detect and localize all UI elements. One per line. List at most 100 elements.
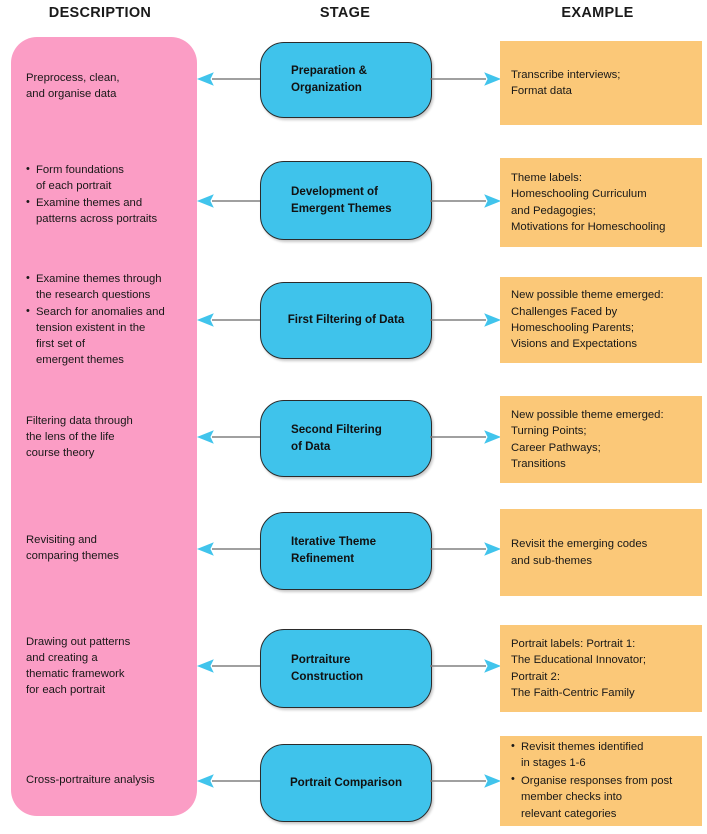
example-box-portrait-comparison: Revisit themes identified in stages 1-6Or… [500,736,702,826]
text-line: Development of [291,184,378,198]
bullet-item: Revisit themes identified in stages 1-6 [511,739,694,772]
example-box-development-of-emergent-themes: Theme labels: Homeschooling Curriculum and… [500,158,702,247]
text-line: The Faith-Centric Family [511,686,635,699]
text-line: the research questions [36,289,151,302]
text-line: Challenges Faced by [511,305,618,318]
arrow-right-icon-iterative-theme-refinement [430,542,502,556]
column-header-description: DESCRIPTION [48,5,152,21]
arrow-left-icon-first-filtering-of-data [196,313,262,327]
text-line: Transcribe interviews; [511,68,621,81]
text-line: Visions and Expectations [511,338,638,351]
text-line: emergent themes [36,354,124,367]
example-text: Revisit themes identified in stages 1-6Or… [511,739,694,823]
text-line: comparing themes [26,550,119,562]
text-line: Drawing out patterns [26,635,131,648]
description-text-portrait-comparison: Cross-portraiture analysis [26,770,194,790]
example-text: Transcribe interviews;Format data [511,67,694,100]
example-box-first-filtering-of-data: New possible theme emerged: Challenges Fa… [500,277,702,363]
text-line: patterns across portraits [36,213,158,226]
text-line: of Data [291,439,331,453]
text-line: Transitions [511,457,566,470]
text-line: Organise responses from post [521,774,673,787]
text-line: Homeschooling Curriculum [511,188,647,201]
text-line: Form foundations [36,164,124,176]
description-text-iterative-theme-refinement: Revisiting and comparing themes [26,524,194,572]
text-line: Examine themes and [36,197,143,210]
stage-box-first-filtering-of-data[interactable]: First Filtering of Data [260,282,432,359]
bullet-item: Organise responses from post member check… [511,772,694,822]
description-text-development-of-emergent-themes: Form foundations of each portraitExamine … [26,161,194,240]
arrow-right-icon-portraiture-construction [430,659,502,673]
bullet-item: Form foundations of each portrait [26,161,194,194]
text-line: of each portrait [36,180,112,193]
text-line: and Pedagogies; [511,204,596,217]
text-line: New possible theme emerged: [511,408,664,421]
text-line: for each portrait [26,684,106,697]
column-header-stage: STAGE [319,5,371,21]
column-header-example: EXAMPLE [561,5,634,21]
text-line: Turning Points; [511,425,587,438]
arrow-left-icon-portrait-comparison [196,774,262,788]
text-line: Revisit the emerging codes [511,538,648,551]
text-line: course theory [26,447,95,460]
text-line: relevant categories [521,807,617,820]
text-line: thematic framework [26,668,125,680]
text-line: Portrait 2: [511,670,560,683]
example-box-second-filtering-of-data: New possible theme emerged: Turning Point… [500,396,702,483]
text-line: and sub-themes [511,554,593,567]
example-box-preparation-organization: Transcribe interviews;Format data [500,41,702,125]
stage-box-development-of-emergent-themes[interactable]: Development of Emergent Themes [260,161,432,240]
arrow-right-icon-portrait-comparison [430,774,502,788]
arrow-left-icon-development-of-emergent-themes [196,194,262,208]
bullet-item: Examine themes through the research quest… [26,270,194,303]
stage-box-portrait-comparison[interactable]: Portrait Comparison [260,744,432,822]
example-text: New possible theme emerged: Turning Point… [511,407,694,473]
text-line: Iterative Theme [291,535,377,549]
text-line: Examine themes through [36,273,162,285]
stage-label: First Filtering of Data [288,312,405,329]
text-line: tension existent in the [36,322,146,335]
example-text: Portrait labels: Portrait 1:The Educatio… [511,636,694,702]
text-line: Organization [291,81,362,94]
example-text: New possible theme emerged: Challenges Fa… [511,287,694,353]
example-text: Revisit the emerging codes and sub-themes [511,536,694,569]
text-line: New possible theme emerged: [511,289,664,302]
text-line: Career Pathways; [511,441,601,454]
text-line: Preparation & [291,64,368,78]
arrow-right-icon-second-filtering-of-data [430,430,502,444]
bullet-list: Revisit themes identified in stages 1-6Or… [511,739,694,822]
arrow-left-icon-second-filtering-of-data [196,430,262,444]
text-line: Emergent Themes [291,201,392,215]
stage-label: Portrait Comparison [290,775,402,792]
text-line: Revisiting and [26,533,97,546]
text-line: in stages 1-6 [521,757,586,770]
text-line: Search for anomalies and [36,306,165,319]
text-line: Filtering data through [26,414,133,427]
description-text-first-filtering-of-data: Examine themes through the research quest… [26,270,194,369]
text-line: member checks into [521,791,623,804]
text-line: Preprocess, clean, [26,71,120,84]
bullet-item: Search for anomalies and tension existent… [26,304,194,368]
text-line: first set of [36,338,85,351]
bullet-list: Form foundations of each portraitExamine … [26,161,194,227]
text-line: Construction [291,669,364,683]
example-box-iterative-theme-refinement: Revisit the emerging codes and sub-themes [500,509,702,596]
arrow-left-icon-preparation-organization [196,72,262,86]
arrow-left-icon-portraiture-construction [196,659,262,673]
text-line: Portrait Comparison [289,775,403,789]
stage-box-preparation-organization[interactable]: Preparation & Organization [260,42,432,118]
text-line: Portrait labels: Portrait 1: [511,637,636,650]
text-line: Cross-portraiture analysis [26,773,155,786]
text-line: Revisit themes identified [521,741,644,754]
bullet-list: Examine themes through the research quest… [26,270,194,368]
text-line: Theme labels: [511,171,582,184]
